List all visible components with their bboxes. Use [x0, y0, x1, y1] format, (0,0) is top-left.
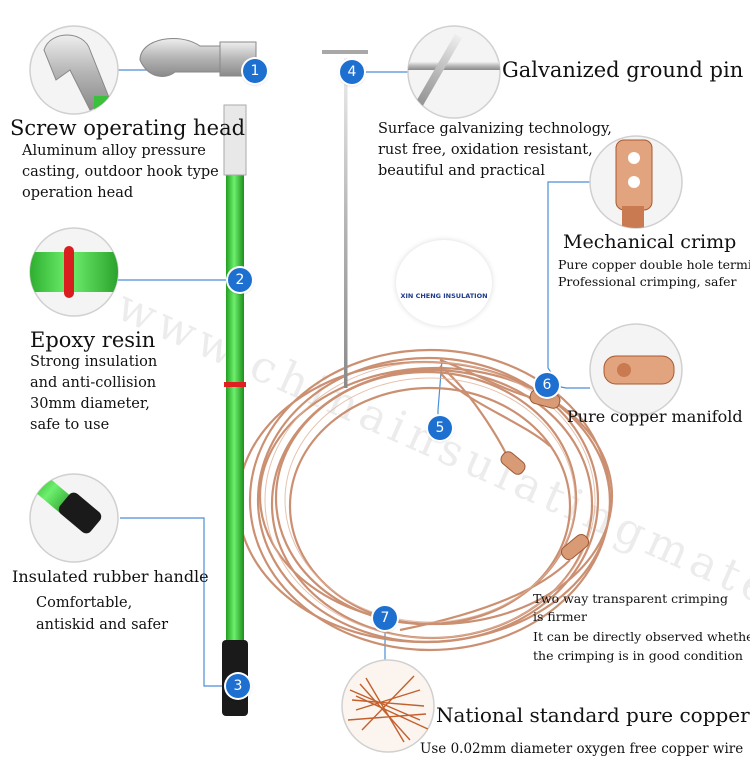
- copper-subtitle: Use 0.02mm diameter oxygen free copper w…: [420, 741, 744, 757]
- twoway-desc-3: It can be directly observed whether: [533, 629, 750, 644]
- twoway-desc-1: Two way transparent crimping: [533, 591, 728, 606]
- handle-desc-2: antiskid and safer: [36, 617, 169, 633]
- pin-desc-1: Surface galvanizing technology,: [378, 121, 612, 137]
- crimp-title: Mechanical crimp: [563, 231, 737, 253]
- badge-6: 6: [535, 373, 559, 397]
- crimp-desc-1: Pure copper double hole terminal: [558, 257, 750, 272]
- badge-2: 2: [228, 268, 252, 292]
- handle-title: Insulated rubber handle: [12, 567, 209, 586]
- badge-1: 1: [243, 59, 267, 83]
- badge-3: 3: [226, 674, 250, 698]
- twoway-desc-4: the crimping is in good condition: [533, 648, 743, 663]
- crimp-desc-2: Professional crimping, safer: [558, 274, 737, 289]
- epoxy-desc-3: 30mm diameter,: [30, 396, 150, 412]
- head-desc-1: Aluminum alloy pressure: [22, 143, 206, 159]
- pin-desc-3: beautiful and practical: [378, 163, 545, 179]
- head-title: Screw operating head: [10, 116, 246, 140]
- company-logo: XIN CHENG INSULATION: [396, 240, 492, 326]
- badge-7: 7: [373, 606, 397, 630]
- epoxy-desc-4: safe to use: [30, 417, 110, 433]
- head-desc-2: casting, outdoor hook type: [22, 164, 219, 180]
- badge-4: 4: [340, 60, 364, 84]
- badge-5: 5: [428, 416, 452, 440]
- manifold-title: Pure copper manifold: [567, 407, 743, 426]
- pin-desc-2: rust free, oxidation resistant,: [378, 142, 593, 158]
- epoxy-desc-1: Strong insulation: [30, 354, 158, 370]
- epoxy-desc-2: and anti-collision: [30, 375, 157, 391]
- logo-text: XIN CHENG INSULATION: [400, 292, 488, 300]
- twoway-desc-2: is firmer: [533, 609, 587, 624]
- head-desc-3: operation head: [22, 185, 134, 201]
- handle-desc-1: Comfortable,: [36, 595, 133, 611]
- pin-title: Galvanized ground pin: [502, 58, 744, 82]
- copper-title: National standard pure copper: [436, 703, 750, 727]
- epoxy-title: Epoxy resin: [30, 328, 156, 352]
